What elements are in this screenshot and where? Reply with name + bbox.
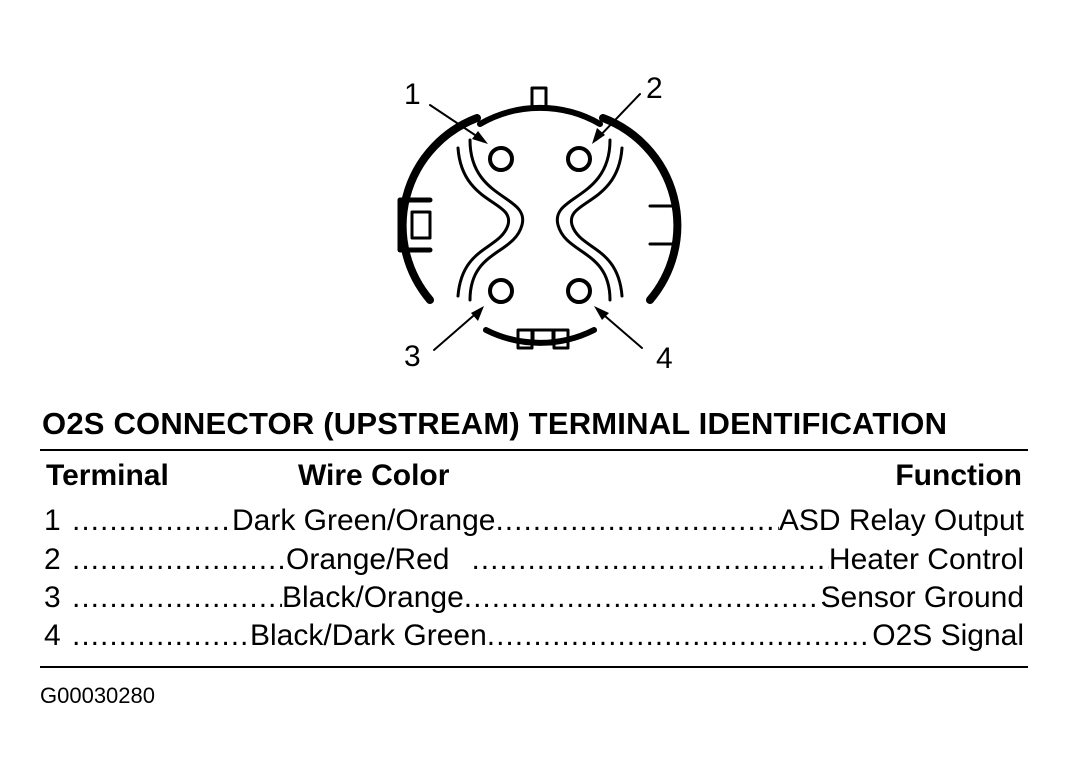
wire-color: Orange/Red [286, 543, 450, 576]
callout-2: 2 [646, 72, 663, 105]
insulator-right [555, 138, 612, 302]
terminal-pin-4 [566, 278, 592, 304]
callout-3: 3 [404, 340, 421, 373]
arrow-3 [471, 306, 484, 321]
dot-leader: ........................................… [486, 619, 872, 652]
insulator-left [468, 138, 525, 302]
title-rule [40, 449, 1028, 451]
table-row-2: 2 ......................................… [44, 543, 1024, 579]
terminal-number: 2 [44, 543, 61, 576]
left-latch [397, 197, 433, 253]
arrow-4 [594, 306, 609, 320]
connector-diagram [397, 86, 682, 351]
figure-id: G00030280 [40, 683, 155, 708]
terminal-function: Sensor Ground [820, 581, 1024, 614]
table-row-3: 3 ......................................… [44, 581, 1024, 617]
callout-4: 4 [656, 342, 673, 375]
table-title: O2S CONNECTOR (UPSTREAM) TERMINAL IDENTI… [42, 406, 948, 441]
terminal-function: Heater Control [828, 543, 1024, 576]
terminal-function: ASD Relay Output [778, 504, 1024, 537]
header-wire-color: Wire Color [298, 459, 450, 492]
dot-leader: ........................................… [72, 543, 286, 576]
leader-3 [433, 309, 481, 351]
wire-color: Black/Dark Green [250, 619, 487, 652]
wire-color: Black/Orange [282, 581, 464, 614]
bottom-rule [40, 666, 1028, 668]
terminal-pin-1 [488, 146, 514, 172]
terminal-number: 4 [44, 619, 61, 652]
terminal-pin-3 [488, 278, 514, 304]
connector-shell-top [477, 104, 603, 127]
connector-shell-right [599, 114, 682, 304]
connector-shell-bottom [483, 327, 597, 346]
table-row-4: 4 ......................................… [44, 619, 1024, 655]
right-latch [648, 204, 678, 246]
terminal-number: 3 [44, 581, 61, 614]
arrow-2 [592, 128, 605, 144]
dot-leader: ........................................… [495, 504, 778, 537]
arrow-1 [472, 131, 488, 144]
dot-leader: ........................................… [463, 581, 821, 614]
top-key-tab [530, 86, 548, 108]
header-function: Function [895, 459, 1022, 492]
dot-leader: ........................................… [72, 581, 282, 614]
connector-shell-left [398, 114, 481, 304]
header-terminal: Terminal [46, 459, 169, 492]
table-row-1: 1 ......................................… [44, 504, 1024, 540]
left-latch-window [410, 210, 432, 240]
dot-leader: ........................................… [471, 543, 828, 576]
leader-2 [595, 93, 641, 141]
dot-leader: ........................................… [72, 619, 250, 652]
terminal-number: 1 [44, 504, 61, 537]
dot-leader: ........................................… [72, 504, 232, 537]
terminal-pin-2 [566, 146, 592, 172]
bottom-tab-right [552, 328, 570, 350]
wire-color: Dark Green/Orange [232, 504, 496, 537]
terminal-function: O2S Signal [872, 619, 1024, 652]
callout-1: 1 [404, 78, 421, 111]
